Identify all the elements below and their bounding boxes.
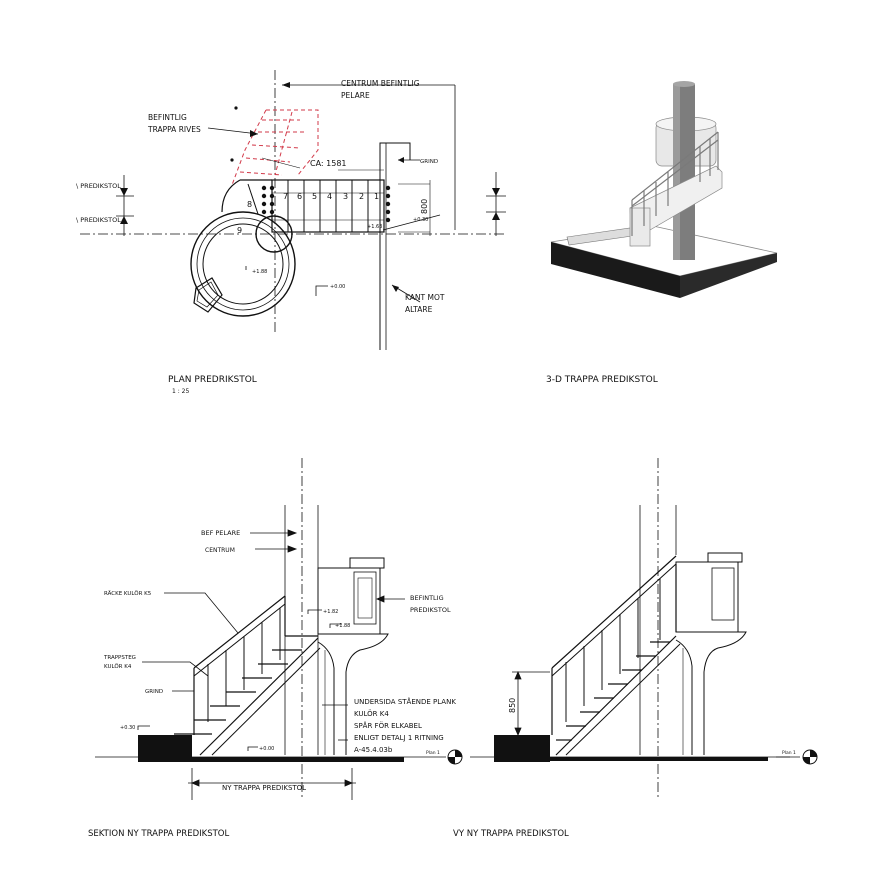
plan-marker-label: Plan 1 bbox=[426, 750, 440, 756]
note-line: KULÖR K4 bbox=[354, 709, 389, 718]
section-leaders bbox=[137, 529, 446, 800]
baluster-dots bbox=[230, 106, 391, 223]
plan-scale: 1 : 25 bbox=[172, 388, 189, 395]
dim-label: NY TRAPPA PREDIKSTOL bbox=[222, 784, 306, 792]
label-predikstol: \ PREDIKSTOL bbox=[76, 216, 121, 224]
plan-title: PLAN PREDRIKSTOL bbox=[168, 375, 257, 385]
label-pelare: PELARE bbox=[341, 91, 370, 100]
level-163: +1.63 bbox=[367, 224, 382, 230]
section-title: SEKTION NY TRAPPA PREDIKSTOL bbox=[88, 829, 229, 839]
label-predikstol: PREDIKSTOL bbox=[410, 606, 451, 614]
level-000: +0.00 bbox=[259, 746, 274, 752]
dim-800: 800 bbox=[420, 199, 429, 214]
level-182: +1.82 bbox=[323, 609, 338, 615]
3d-title: 3-D TRAPPA PREDIKSTOL bbox=[546, 375, 658, 385]
note-line: UNDERSIDA STÅENDE PLANK bbox=[354, 697, 456, 706]
level-188: +1.88 bbox=[252, 269, 267, 275]
3d-floor-front bbox=[551, 242, 680, 298]
label-grind: GRIND bbox=[145, 689, 163, 695]
plan-left-marks bbox=[116, 172, 506, 296]
step-numbers: 9 8 7 6 5 4 3 2 1 bbox=[237, 192, 379, 235]
plan-view: 9 8 7 6 5 4 3 2 1 bbox=[76, 70, 506, 395]
level-030: +0.30 bbox=[120, 725, 135, 731]
label-befintlig: BEFINTLIG bbox=[148, 113, 187, 122]
level-030: +0.30 bbox=[413, 217, 428, 223]
plan-marker-label: Plan 1 bbox=[782, 750, 796, 756]
elevation-dims bbox=[512, 670, 800, 758]
label-trappsteg: TRAPPSTEG bbox=[103, 655, 136, 661]
elevation-stair bbox=[551, 555, 681, 756]
3d-railing bbox=[631, 131, 719, 236]
plan-labels: CENTRUM BEFINTLIG PELARE BEFINTLIG TRAPP… bbox=[76, 79, 445, 314]
section-labels: BEF PELARE CENTRUM RÄCKE KULÖR K5 TRAPPS… bbox=[103, 529, 456, 792]
label-centrum: CENTRUM bbox=[205, 547, 235, 554]
step-number: 6 bbox=[297, 192, 302, 201]
step-number: 3 bbox=[343, 192, 348, 201]
label-racke: RÄCKE KULÖR K5 bbox=[104, 590, 152, 597]
elevation-plan-marker: Plan 1 bbox=[782, 749, 818, 765]
level-000: +0.00 bbox=[330, 284, 345, 290]
label-centrum: CENTRUM BEFINTLIG bbox=[341, 79, 420, 88]
label-grind: GRIND bbox=[420, 159, 438, 165]
step-number: 7 bbox=[283, 192, 288, 201]
step-number: 5 bbox=[312, 192, 317, 201]
label-befintlig: BEFINTLIG bbox=[410, 594, 444, 602]
label-trappa-rives: TRAPPA RIVES bbox=[147, 125, 201, 134]
section-plan-marker: Plan 1 bbox=[426, 749, 463, 765]
column-circle bbox=[255, 215, 293, 253]
label-kulor-k4: KULÖR K4 bbox=[104, 663, 132, 670]
existing-stair-outline bbox=[231, 109, 319, 186]
dim-850: 850 bbox=[508, 698, 517, 713]
section-stair bbox=[174, 595, 321, 756]
label-predikstol: \ PREDIKSTOL bbox=[76, 182, 121, 190]
stair-flight-plan bbox=[240, 179, 385, 233]
stair-3d-view: 3-D TRAPPA PREDIKSTOL bbox=[546, 81, 778, 385]
winder-curve bbox=[221, 179, 241, 213]
note-line: ENLIGT DETALJ 1 RITNING bbox=[354, 734, 444, 742]
elevation-title: VY NY TRAPPA PREDIKSTOL bbox=[453, 829, 569, 839]
step-number: 1 bbox=[374, 192, 379, 201]
pulpit-plan bbox=[190, 211, 296, 317]
3d-floor-side bbox=[680, 253, 777, 298]
label-ca: CA: 1581 bbox=[310, 159, 347, 168]
label-altare: ALTARE bbox=[405, 305, 433, 314]
note-line: SPÅR FÖR ELKABEL bbox=[354, 721, 422, 730]
plan-right-lines bbox=[207, 82, 456, 350]
section-view: Plan 1 BEF PELARE CENTRUM RÄCKE KULÖR K5… bbox=[88, 458, 463, 839]
elevation-pulpit bbox=[675, 552, 747, 755]
label-bef-pelare: BEF PELARE bbox=[201, 529, 240, 537]
level-188: +1.88 bbox=[335, 623, 350, 629]
note-line: A-45.4.03b bbox=[354, 746, 393, 754]
elevation-view: 850 Plan 1 VY NY TRAPPA PREDIKSTOL bbox=[453, 458, 818, 839]
section-pulpit bbox=[317, 557, 389, 755]
step-number: 8 bbox=[247, 200, 252, 209]
elevation-base-block bbox=[494, 735, 550, 762]
label-kant-mot: KANT MOT bbox=[405, 293, 445, 302]
section-base-block bbox=[138, 735, 192, 762]
step-number: 9 bbox=[237, 226, 242, 235]
step-number: 2 bbox=[359, 192, 364, 201]
step-number: 4 bbox=[327, 192, 332, 201]
